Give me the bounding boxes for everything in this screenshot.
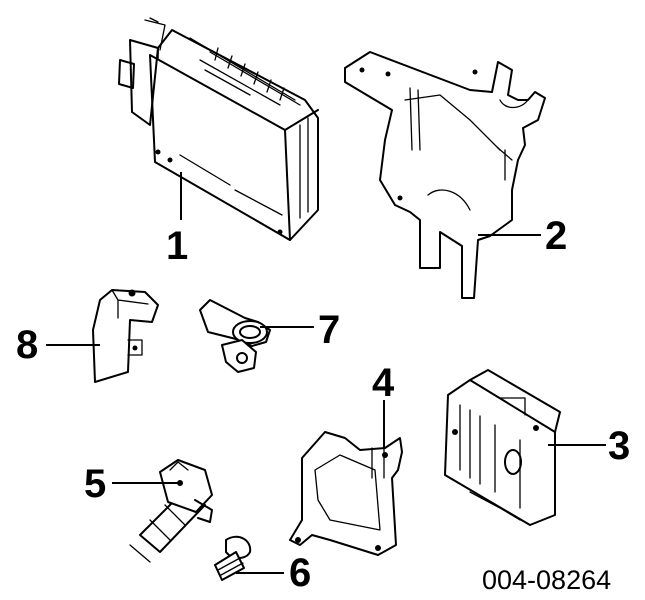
callout-2: 2 bbox=[545, 214, 567, 258]
sensor-part-8 bbox=[92, 289, 159, 383]
ignition-coil-part-5 bbox=[129, 459, 213, 563]
callout-8: 8 bbox=[16, 323, 38, 367]
callout-5: 5 bbox=[84, 462, 106, 506]
callout-6: 6 bbox=[289, 551, 311, 595]
control-module-part-1 bbox=[118, 17, 319, 241]
reference-number: 004-08264 bbox=[482, 565, 611, 595]
callout-1: 1 bbox=[166, 224, 188, 268]
callout-4: 4 bbox=[372, 361, 395, 405]
control-module-part-3 bbox=[444, 369, 561, 526]
callout-7: 7 bbox=[318, 308, 340, 352]
sensor-part-7 bbox=[199, 299, 271, 373]
mounting-bracket-part-2 bbox=[344, 51, 546, 299]
fastener-part-6 bbox=[214, 535, 252, 581]
callout-3: 3 bbox=[608, 424, 630, 468]
sensor-bracket-part-4 bbox=[289, 431, 403, 556]
